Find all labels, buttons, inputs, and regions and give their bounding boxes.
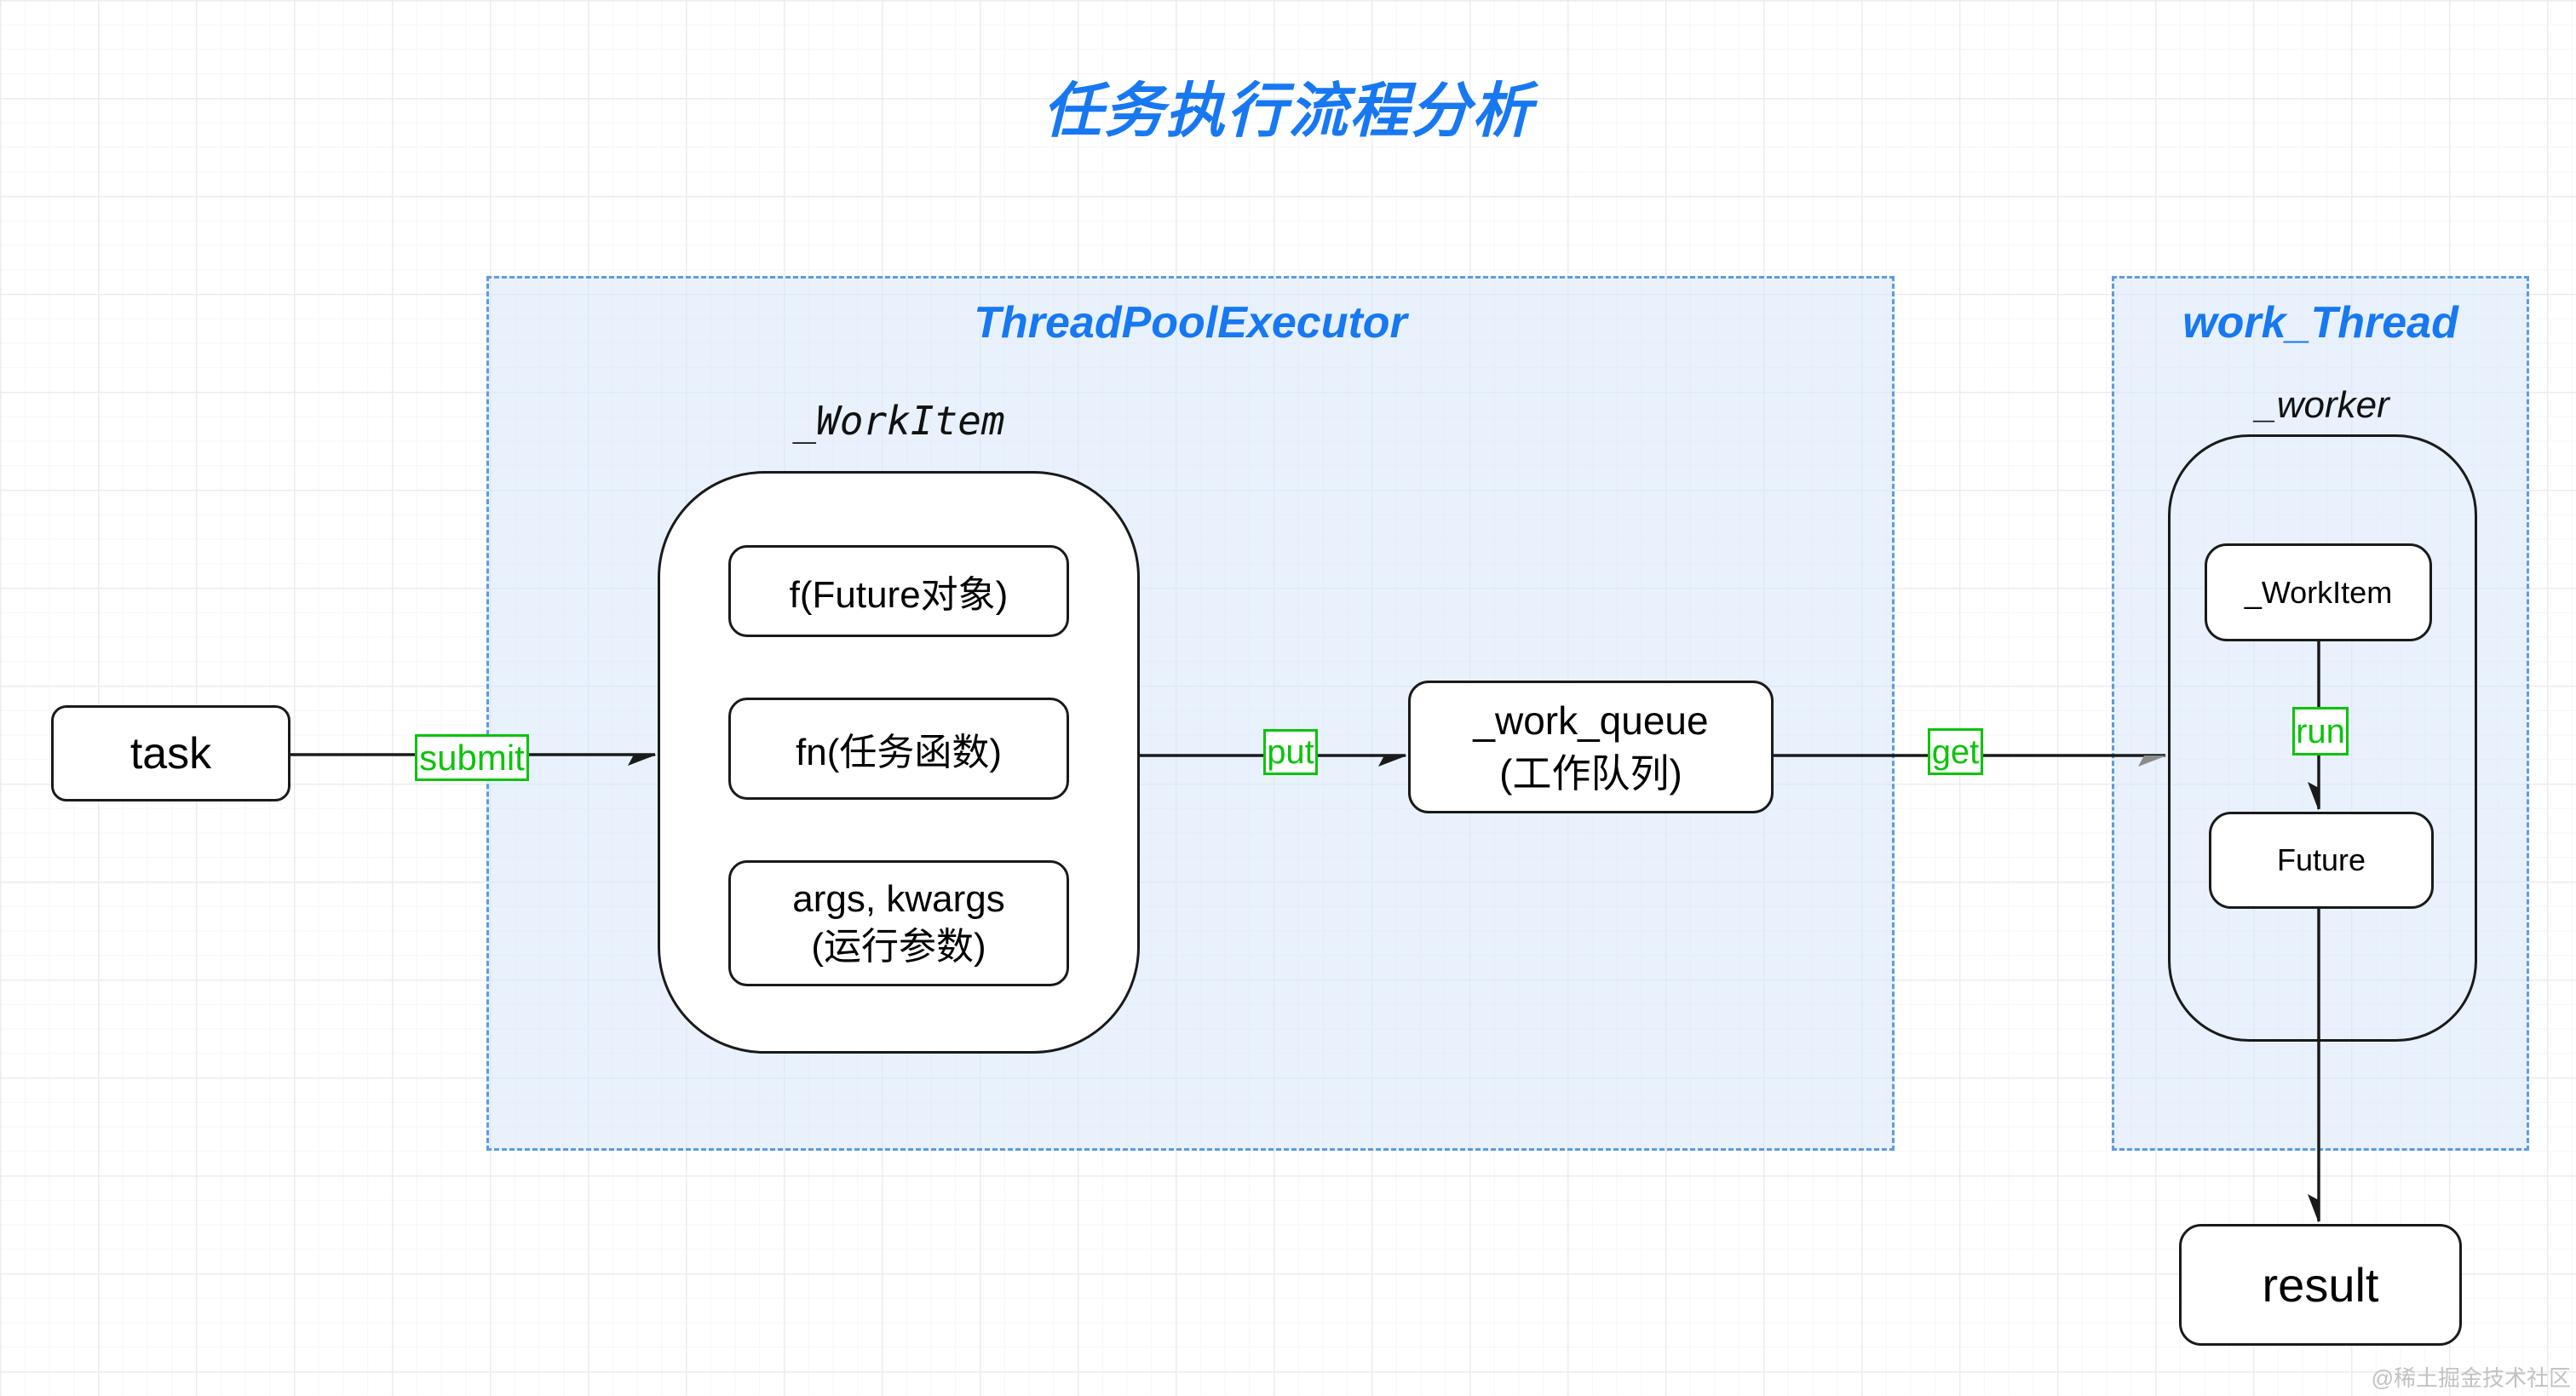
node-work-queue-line2: (工作队列) [1499, 751, 1682, 796]
node-worker-workitem: _WorkItem [2205, 543, 2432, 641]
node-f-future-text: f(Future对象) [789, 574, 1009, 616]
worker-group-label: _worker [2256, 384, 2389, 426]
node-task: task [51, 705, 290, 801]
node-work-queue: _work_queue (工作队列) [1408, 681, 1774, 813]
workitem-group-label: _WorkItem [792, 398, 1005, 444]
node-args-kwargs: args, kwargs (运行参数) [728, 860, 1069, 986]
node-work-queue-line1: _work_queue [1473, 698, 1709, 743]
node-task-text: task [129, 728, 212, 778]
node-worker-workitem-text: _WorkItem [2244, 574, 2393, 610]
node-fn-func-text: fn(任务函数) [796, 732, 1002, 773]
node-args-kwargs-line1: args, kwargs [792, 877, 1005, 920]
edge-label-submit: submit [415, 734, 529, 781]
diagram-title: 任务执行流程分析 [1043, 78, 1533, 144]
node-fn-func: fn(任务函数) [728, 698, 1069, 800]
node-result: result [2179, 1224, 2462, 1346]
threadpool-executor-label: ThreadPoolExecutor [974, 298, 1407, 348]
node-args-kwargs-line2: (运行参数) [811, 926, 986, 968]
node-result-text: result [2262, 1258, 2379, 1312]
edge-label-run: run [2292, 707, 2349, 755]
edge-label-put: put [1263, 729, 1318, 775]
watermark: @稀土掘金技术社区 [2371, 1365, 2571, 1391]
work-thread-label: work_Thread [2182, 298, 2458, 348]
node-worker-future: Future [2209, 812, 2434, 909]
worker-group-shape [2168, 434, 2477, 1042]
node-worker-future-text: Future [2276, 842, 2366, 877]
edge-label-get: get [1928, 728, 1983, 775]
node-f-future: f(Future对象) [728, 545, 1069, 637]
